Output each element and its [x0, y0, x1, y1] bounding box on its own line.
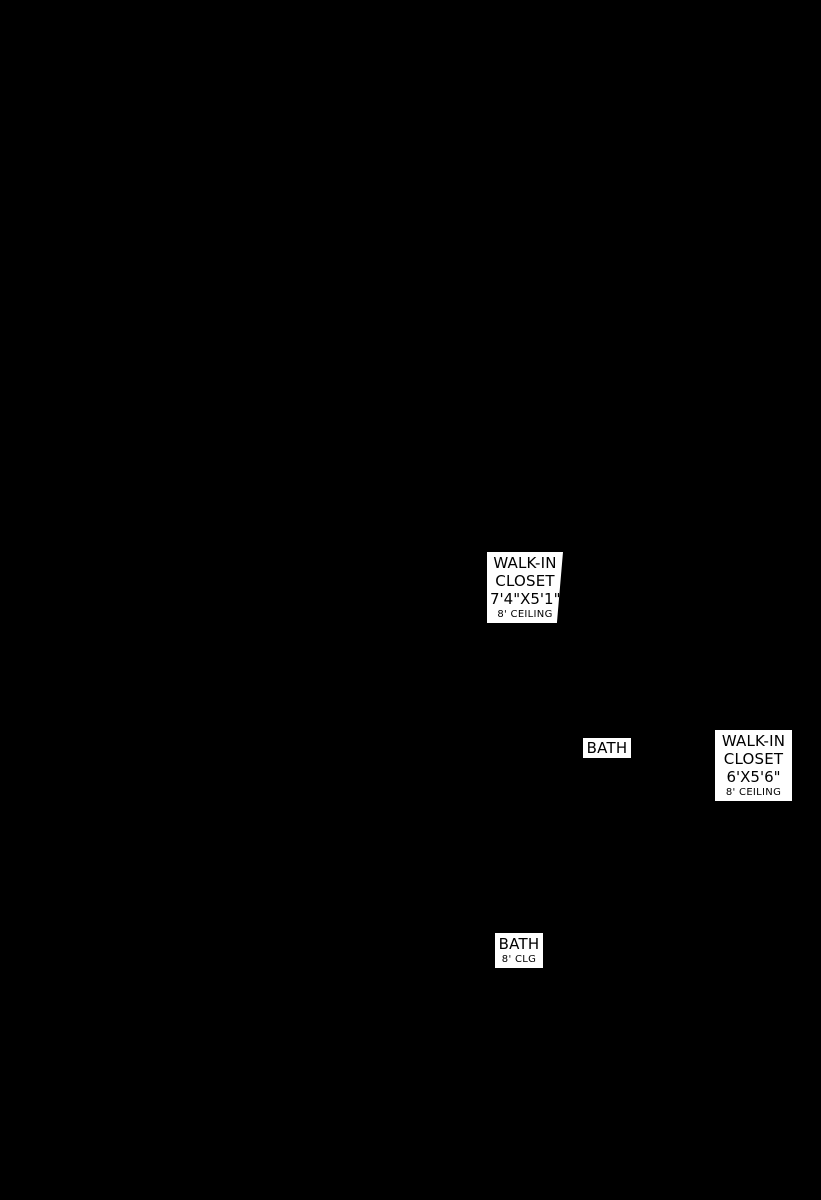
- room-label-walk-in-closet-2: WALK-IN CLOSET 6'X5'6" 8' CEILING: [715, 730, 792, 801]
- room-name: BATH: [586, 739, 628, 757]
- room-dimensions: 7'4"X5'1": [490, 590, 561, 608]
- room-name-line-1: WALK-IN: [493, 554, 557, 572]
- room-ceiling-height: 8' CEILING: [725, 787, 782, 798]
- room-label-walk-in-closet-1: WALK-IN CLOSET 7'4"X5'1" 8' CEILING: [487, 552, 563, 623]
- room-label-bath-2: BATH 8' CLG: [495, 933, 543, 968]
- room-name-line-2: CLOSET: [723, 750, 784, 768]
- room-ceiling-height: 8' CLG: [501, 954, 537, 965]
- room-name-line-1: WALK-IN: [721, 732, 786, 750]
- room-dimensions: 6'X5'6": [726, 768, 781, 786]
- room-ceiling-height: 8' CEILING: [497, 609, 553, 620]
- room-name: BATH: [498, 935, 540, 953]
- room-name-line-2: CLOSET: [495, 572, 555, 590]
- room-label-bath-1: BATH: [583, 738, 631, 758]
